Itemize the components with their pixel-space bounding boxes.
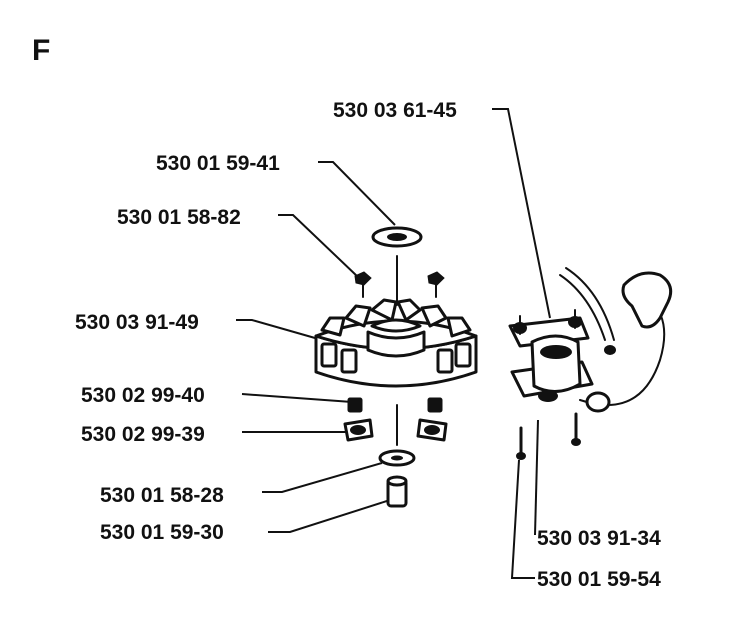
label-530-03-91-34: 530 03 91-34	[537, 527, 661, 550]
pawl-left	[343, 418, 374, 442]
label-530-03-91-49: 530 03 91-49	[75, 311, 199, 334]
pawl-spring-right	[427, 397, 443, 413]
section-letter: F	[32, 34, 50, 67]
pawl-right	[416, 418, 448, 442]
ground-wire	[559, 274, 606, 341]
label-530-01-58-82: 530 01 58-82	[117, 206, 241, 229]
wire-grommet	[585, 391, 611, 413]
label-530-01-59-54: 530 01 59-54	[537, 568, 661, 591]
label-530-02-99-40: 530 02 99-40	[81, 384, 205, 407]
leader-530-03-61-45	[492, 108, 551, 319]
ignition-module-assembly	[508, 267, 673, 460]
label-530-03-61-45: 530 03 61-45	[333, 99, 457, 122]
label-530-01-59-30: 530 01 59-30	[100, 521, 224, 544]
mounting-screw-left	[516, 426, 526, 460]
spark-plug-boot	[621, 271, 673, 329]
module-stud-right	[568, 309, 582, 329]
ignition-module	[530, 334, 582, 393]
module-stud-left	[513, 315, 527, 335]
leader-lines	[236, 108, 551, 579]
label-530-01-58-28: 530 01 58-28	[100, 484, 224, 507]
top-screw-left	[354, 271, 372, 298]
leader-530-01-58-82	[278, 214, 359, 278]
top-screw-right	[427, 271, 445, 298]
leader-530-01-58-28	[262, 462, 383, 493]
flywheel-nut	[371, 226, 423, 248]
leader-530-02-99-40	[241, 393, 353, 403]
washer	[378, 449, 416, 467]
flywheel-body	[314, 298, 478, 388]
leader-530-01-59-54	[510, 459, 535, 579]
label-530-01-59-41: 530 01 59-41	[156, 152, 280, 175]
flywheel-assembly	[314, 226, 478, 508]
pawl-spring-left	[347, 397, 363, 413]
sleeve	[386, 475, 408, 508]
leader-530-01-59-30	[268, 499, 391, 533]
leader-530-03-91-34	[534, 419, 539, 536]
leader-530-01-59-41	[318, 161, 396, 226]
leader-530-03-91-49	[236, 319, 323, 341]
mounting-screw-right	[571, 412, 581, 446]
label-530-02-99-39: 530 02 99-39	[81, 423, 205, 446]
